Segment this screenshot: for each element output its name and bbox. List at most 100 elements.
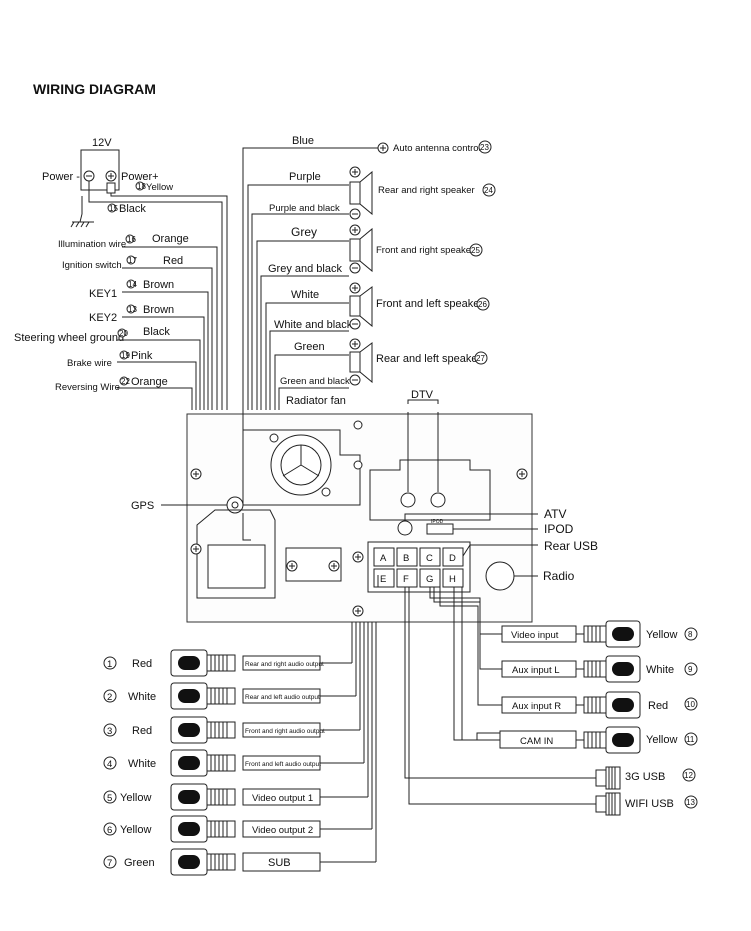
input-num: 9 xyxy=(688,665,693,674)
speaker-wires: Blue Auto antenna control 23 Purple Purp… xyxy=(242,135,496,410)
connector-letter: A xyxy=(380,553,387,564)
input-color: White xyxy=(646,664,674,676)
speaker-pos-label: White xyxy=(291,289,319,301)
output-row: 2 White Rear and left audio output xyxy=(103,682,356,710)
dtv-housing xyxy=(369,459,491,521)
input-num: 8 xyxy=(688,630,693,639)
speaker-pos-label: Purple xyxy=(289,171,321,183)
fuse-icon xyxy=(106,182,116,194)
input-color: Yellow xyxy=(646,629,677,641)
output-num: 2 xyxy=(107,692,112,703)
left-wire-num: 22 xyxy=(121,377,130,386)
left-wire-name: Brake wire xyxy=(67,358,112,369)
output-color: Green xyxy=(124,857,155,869)
speaker-target: Rear and right speaker xyxy=(378,185,475,196)
output-row: 1 Red Rear and right audio output xyxy=(103,649,352,677)
output-row: 4 White Front and left audio output xyxy=(103,749,364,777)
num-18-icon xyxy=(135,181,145,191)
input-label: Video input xyxy=(511,630,559,641)
left-wire-color: Orange xyxy=(131,376,168,388)
dtv-jack-2-icon xyxy=(430,492,446,508)
output-label: SUB xyxy=(268,857,291,869)
ipod-port-tag: IPOD xyxy=(431,519,444,525)
radiator-fan-label: Radiator fan xyxy=(286,395,346,407)
left-wire-color: Brown xyxy=(143,304,174,316)
atv-jack-icon xyxy=(397,520,413,536)
output-label: Front and left audio output xyxy=(245,761,321,768)
input-num: 10 xyxy=(686,700,695,709)
output-color: White xyxy=(128,691,156,703)
input-label: Aux input L xyxy=(512,665,560,676)
head-unit: Radiator fan DTV ATV IPOD IPOD A B C D E… xyxy=(131,389,598,623)
dtv-label: DTV xyxy=(411,389,434,401)
left-wire-color: Orange xyxy=(152,233,189,245)
speaker-num: 24 xyxy=(484,186,493,195)
iso-connector xyxy=(207,544,266,589)
input-row: Aux input R Red 10 xyxy=(501,691,698,719)
output-label: Rear and left audio output xyxy=(245,694,320,701)
speaker-icon xyxy=(349,338,373,386)
output-color: Red xyxy=(132,658,152,670)
left-wire-name: Ignition switch xyxy=(62,260,122,271)
speaker-icon xyxy=(349,224,373,274)
connector-letter: H xyxy=(449,574,456,585)
input-row: Aux input L White 9 xyxy=(501,655,698,683)
speaker-target: Front and right speaker xyxy=(376,245,474,256)
left-wire-name: Reversing Wire xyxy=(55,382,120,393)
atv-label: ATV xyxy=(544,507,566,521)
speaker-icon xyxy=(349,282,373,330)
usb-label: WIFI USB xyxy=(625,798,674,810)
usb-label: 3G USB xyxy=(625,771,665,783)
ipod-label: IPOD xyxy=(544,522,574,536)
yellow-label: Yellow xyxy=(146,182,173,193)
yellow-num: 18 xyxy=(137,182,146,191)
connector-letter: F xyxy=(403,574,409,585)
num-15-icon xyxy=(107,203,117,213)
diagram-title: WIRING DIAGRAM xyxy=(33,81,156,97)
output-num: 7 xyxy=(107,858,112,869)
left-wire-num: 19 xyxy=(121,351,130,360)
power-block: 12V Power - Power+ 18 Yellow 15 Black xyxy=(42,137,228,410)
black-label: Black xyxy=(119,203,146,215)
input-label: CAM IN xyxy=(520,736,553,747)
dtv-jack-1-icon xyxy=(400,492,416,508)
left-wire-color: Black xyxy=(143,326,170,338)
connector-letter: E xyxy=(380,574,386,585)
usb-plug-icon xyxy=(605,766,621,790)
output-num: 3 xyxy=(107,726,112,737)
left-wire-name: Steering wheel ground xyxy=(14,332,124,344)
speaker-target: Rear and left speaker xyxy=(376,353,482,365)
usb-list: 3G USB 12 WIFI USB 13 xyxy=(595,766,698,816)
output-num: 1 xyxy=(107,659,112,670)
output-label: Video output 1 xyxy=(252,793,313,804)
output-color: Red xyxy=(132,725,152,737)
input-color: Yellow xyxy=(646,734,677,746)
output-list: 1 Red Rear and right audio output 2 Whit… xyxy=(103,649,376,876)
input-label: Aux input R xyxy=(512,701,561,712)
output-row: 5 Yellow Video output 1 xyxy=(103,783,368,811)
antenna-num: 23 xyxy=(480,143,489,152)
left-wire-name: KEY1 xyxy=(89,288,117,300)
input-color: Red xyxy=(648,700,668,712)
connector-pins: A B C D E F G H xyxy=(373,547,464,588)
left-wire-num: 20 xyxy=(119,329,128,338)
output-color: Yellow xyxy=(120,792,151,804)
output-label: Rear and right audio output xyxy=(245,661,324,668)
antenna-target: Auto antenna control xyxy=(393,143,481,154)
output-row: 7 Green SUB xyxy=(103,848,376,876)
blue-wire-label: Blue xyxy=(292,135,314,147)
left-wire-num: 16 xyxy=(127,235,136,244)
usb-plug-icon xyxy=(605,792,621,816)
input-num: 11 xyxy=(686,735,695,744)
speaker-target: Front and left speaker xyxy=(376,298,483,310)
input-row: CAM IN Yellow 11 xyxy=(499,726,698,754)
output-color: Yellow xyxy=(120,824,151,836)
output-bundle xyxy=(351,575,596,862)
harness-housing xyxy=(196,509,276,599)
usb-row: 3G USB 12 xyxy=(595,766,696,790)
usb-row: WIFI USB 13 xyxy=(595,792,698,816)
power-plus-label: Power+ xyxy=(121,171,159,183)
left-wire-name: Illumination wire xyxy=(58,239,126,250)
output-row: 6 Yellow Video output 2 xyxy=(103,815,372,843)
